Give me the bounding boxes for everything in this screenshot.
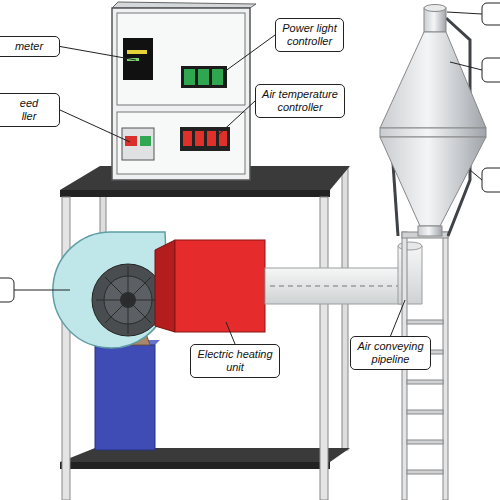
- control-cabinet-part: [212, 69, 223, 85]
- blower-part: [92, 264, 164, 336]
- part-label: meter: [14, 40, 45, 53]
- leader-line: [60, 47, 136, 61]
- cyclone-stand-part: [407, 470, 443, 474]
- empty-callout-part: [482, 3, 500, 25]
- leader-line: [60, 110, 130, 142]
- control-cabinet-part: [181, 66, 227, 88]
- empty-callout-part: [14, 290, 70, 291]
- control-cabinet-part: [112, 8, 250, 180]
- cyclone-stand-part: [407, 410, 443, 414]
- empty-callout-part: [450, 62, 482, 70]
- cyclone-separator-part: [380, 128, 486, 137]
- control-cabinet-part: [127, 50, 147, 54]
- blower-part: [53, 232, 168, 348]
- callout-box: eed ller: [0, 93, 60, 127]
- empty-callout-part: [0, 278, 14, 302]
- heater-box-part: [155, 240, 175, 332]
- table-part: [342, 168, 348, 450]
- cyclone-separator-part: [380, 137, 486, 226]
- cyclone-stand-part: [443, 232, 448, 500]
- callout-box: Electric heating unit: [190, 344, 280, 378]
- part-label: eed ller: [19, 97, 40, 123]
- leader-line: [391, 300, 406, 336]
- leader-line: [216, 101, 255, 137]
- callout-box: meter: [0, 36, 60, 57]
- cyclone-stand-part: [407, 320, 443, 324]
- part-label: Air temperature controller: [261, 88, 339, 114]
- control-cabinet-part: [195, 131, 204, 146]
- table-part: [320, 197, 328, 500]
- heater-box-part: [175, 240, 265, 332]
- part-label: Electric heating unit: [196, 348, 274, 374]
- blower: [53, 232, 168, 348]
- air-pipe-part: [265, 268, 405, 304]
- cyclone-separator-part: [424, 5, 446, 12]
- table-part: [62, 197, 70, 500]
- control-cabinet-part: [184, 69, 195, 85]
- blower-part: [105, 277, 151, 323]
- empty-callout: [0, 3, 500, 302]
- control-cabinet-part: [117, 112, 245, 174]
- leader-line: [226, 322, 235, 344]
- heater-box: [155, 240, 265, 332]
- table-part: [60, 190, 330, 197]
- control-cabinet-part: [123, 38, 153, 80]
- table-part: [60, 462, 330, 469]
- control-cabinet-part: [117, 13, 245, 105]
- cyclone-separator-part: [380, 32, 486, 128]
- callout-box: Air temperature controller: [255, 84, 345, 118]
- empty-callout-part: [447, 12, 482, 14]
- cyclone-stand-part: [407, 440, 443, 444]
- cyclone-stand-part: [407, 380, 443, 384]
- control-cabinet-part: [122, 128, 154, 160]
- air-pipe: [265, 242, 422, 304]
- part-label: Power light controller: [281, 22, 338, 48]
- callout-box: Power light controller: [275, 18, 344, 52]
- control-cabinet-part: [112, 2, 256, 8]
- blower-base-part: [95, 345, 155, 450]
- air-pipe-part: [270, 286, 400, 287]
- control-cabinet: [112, 2, 256, 180]
- empty-callout-part: [482, 168, 500, 192]
- callout-box: Air conveying pipeline: [350, 336, 431, 370]
- cyclone-separator-part: [418, 226, 442, 236]
- part-label: Air conveying pipeline: [356, 340, 425, 366]
- control-cabinet-part: [183, 131, 192, 146]
- control-cabinet-part: [198, 69, 209, 85]
- control-cabinet-part: [140, 136, 151, 146]
- leader-line: [224, 35, 275, 72]
- cyclone-separator: [380, 5, 486, 237]
- blower-part: [105, 277, 151, 323]
- empty-callout-part: [470, 170, 482, 180]
- control-cabinet-part: [207, 131, 216, 146]
- empty-callout-part: [482, 58, 500, 82]
